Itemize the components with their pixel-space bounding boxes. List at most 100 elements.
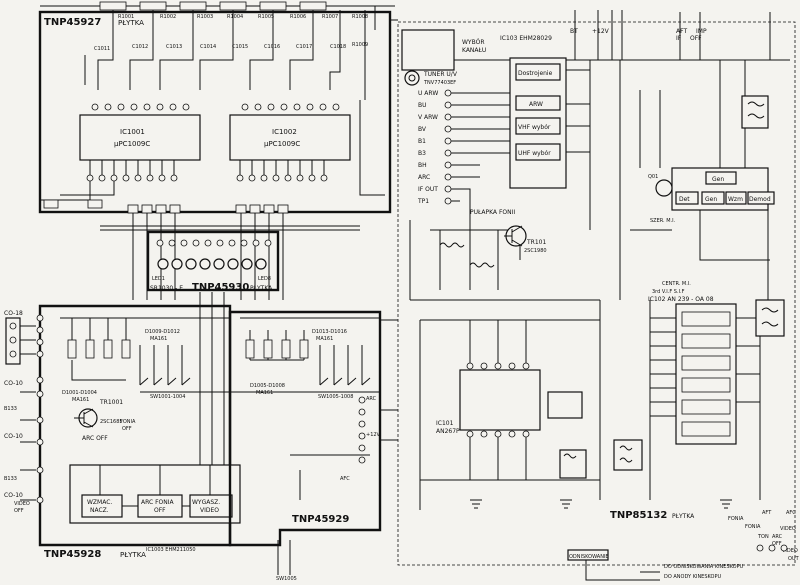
top-resistor-ladder <box>99 1 327 11</box>
note-do-odniskowania: DO ODNISKOWANIA KINESKOPU <box>664 564 744 570</box>
tnp45927-edge-pads <box>43 199 289 214</box>
transistor-tr1001-type: 2SC1685 <box>100 419 123 425</box>
right-label-bt: BT <box>570 28 578 35</box>
diodes-d1005-label: D1005-D1008 <box>250 383 285 389</box>
ic1003-label: IC1003 EHM211050 <box>146 547 196 553</box>
block-arc-fonia-label: ARC FONIA <box>141 499 175 506</box>
if-block-gen <box>701 191 725 205</box>
block-wygasz-label: WYGASZ. <box>192 499 220 506</box>
ic101-name: IC101 <box>436 420 454 427</box>
ic-bottom-pin-row <box>86 174 328 182</box>
ic1001-type: µPC1009C <box>114 140 150 148</box>
right-edge-connector <box>756 544 788 552</box>
diodes-d1013-type: MA161 <box>316 336 333 342</box>
tnp45928-resistors <box>67 339 131 359</box>
diodes-d1001-label: D1001-D1004 <box>62 390 97 396</box>
board-tnp45928-label: TNP45928 <box>44 549 101 560</box>
r1005-label: R1005 <box>258 14 274 20</box>
c1012-label: C1012 <box>132 44 148 50</box>
ic-top-pin-row <box>91 103 340 111</box>
transistor-q01-label: Q01 <box>648 174 658 180</box>
board-tnp45930-label: TNP45930 <box>192 282 249 293</box>
right-label-arc-b: ARC <box>772 534 783 540</box>
label-centr-mi: CENTR. M.I. <box>662 281 691 287</box>
board-tnp45930-outline <box>146 230 280 292</box>
if-block-gen-top-label: Gen <box>712 176 724 183</box>
block-dostrojenie-label: Dostrojenie <box>518 70 553 77</box>
board-tnp45928-plytka: PŁYTKA <box>120 551 146 559</box>
transistor-tr101-type: 2SC1980 <box>524 248 547 254</box>
block-video-label: VIDEO <box>200 507 219 514</box>
ic1002-type: µPC1009C <box>264 140 300 148</box>
if-block-gen-label: Gen <box>705 196 717 203</box>
tuner-rf-connector <box>404 70 420 86</box>
tuner-wybor-label: WYBÓR <box>462 39 485 46</box>
right-label-afc: AFC <box>340 476 350 482</box>
connector-b133a-label: B133 <box>4 406 17 412</box>
block-uhf-wybor <box>515 143 561 161</box>
board-tnp45927-outline <box>38 10 392 214</box>
c1015-label: C1015 <box>232 44 248 50</box>
if-block-wzm-label: Wzm <box>728 196 743 203</box>
c1013-label: C1013 <box>166 44 182 50</box>
diodes-d1013-label: D1013-D1016 <box>312 329 347 335</box>
switch-sw1005b-label: SW1005 <box>276 576 297 582</box>
r1008-label: R1008 <box>352 14 368 20</box>
note-arc-off: ARC OFF <box>82 435 108 442</box>
sr1030-label: SR1030 - E <box>150 285 183 292</box>
tuner-in-ifout: IF OUT <box>418 186 438 193</box>
if-block-det <box>675 191 699 205</box>
if-header-label: 3rd V.I.F S.I.F <box>652 289 685 295</box>
ic1002-box <box>229 114 351 161</box>
note-fonia: FONIA <box>120 419 136 425</box>
r1006-label: R1006 <box>290 14 306 20</box>
right-label-12v-b: +12V <box>366 432 381 438</box>
tuner-in-uarw: U ARW <box>418 90 438 97</box>
transistor-q01 <box>655 179 673 197</box>
r1004-label: R1004 <box>227 14 243 20</box>
board-tnp85132-label: TNP85132 <box>610 510 667 521</box>
board-tnp45927-plytka: PŁYTKA <box>118 19 144 27</box>
tnp45929-right-pins <box>358 396 366 464</box>
ic101-type: AN267P <box>436 428 460 435</box>
tuner-part: TNV77403EF <box>423 80 456 86</box>
if-block-gen-top <box>705 171 737 185</box>
diodes-d1001-type: MA161 <box>72 397 89 403</box>
ic1001-box <box>79 114 201 161</box>
block-wzmac-label: WZMAC. <box>87 499 112 506</box>
note-fonia-off: OFF <box>122 426 132 432</box>
tnp45928-left-pins <box>36 314 44 504</box>
right-label-fonia-b: FONIA <box>745 524 761 530</box>
tuner-in-varw: V ARW <box>418 114 438 121</box>
right-label-aft: AFT <box>676 28 687 35</box>
if-coil-right <box>755 299 785 337</box>
right-label-afc-b: AFC <box>786 510 796 516</box>
right-label-ton: TON <box>757 534 769 540</box>
note-video: VIDEO <box>14 501 30 507</box>
tuner-in-arc: ARC <box>418 174 430 181</box>
c1011-label: C1011 <box>94 46 110 52</box>
board-tnp45929-label: TNP45929 <box>292 514 349 525</box>
right-label-arc: ARC <box>366 396 377 402</box>
if-block-wzm <box>725 191 747 205</box>
transistor-tr1001-label: TR1001 <box>99 399 123 406</box>
c1014-label: C1014 <box>200 44 216 50</box>
ic101-pins <box>466 362 530 438</box>
transistor-tr101-label: TR101 <box>526 239 546 246</box>
right-label-video-out: VIDEO <box>782 548 798 554</box>
tuner-in-tp1: TP1 <box>417 198 429 205</box>
connector-co18-label: CO-18 <box>4 310 23 317</box>
connector-co10b-label: CO-10 <box>4 433 23 440</box>
c1018-label: C1018 <box>330 44 346 50</box>
ic102-internal-blocks <box>681 311 731 437</box>
pulapka-fonii-label: PUŁAPKA FONII <box>470 209 515 216</box>
tuner-input-pins <box>444 89 452 205</box>
ic1001-name: IC1001 <box>120 128 145 136</box>
if-block-demod-label: Demod <box>749 196 771 203</box>
led8-label: LED8 <box>258 276 271 282</box>
connector-co10a-label: CO-10 <box>4 380 23 387</box>
r1007-label: R1007 <box>322 14 338 20</box>
right-label-aft-b: AFT <box>762 510 772 516</box>
block-arw <box>515 95 561 111</box>
